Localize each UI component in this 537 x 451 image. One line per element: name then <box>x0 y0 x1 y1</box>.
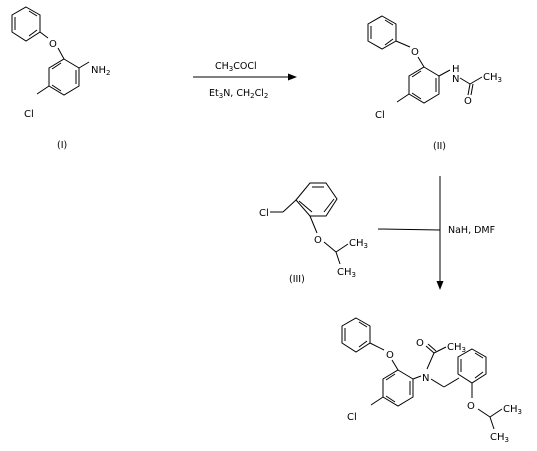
compound-II-o-ether: O <box>411 47 419 58</box>
compound-III-ch3-top: CH3 <box>349 238 368 250</box>
product-aniline-ring <box>382 369 414 407</box>
compound-I-o-ether: O <box>49 39 57 50</box>
compound-II-o-carbonyl: O <box>464 96 472 107</box>
compound-III: Cl O CH3 CH3 (III) <box>259 182 368 285</box>
product-benzyl-ring <box>457 348 487 384</box>
compound-II-cl: Cl <box>375 110 385 121</box>
compound-III-cl: Cl <box>259 208 269 219</box>
product-phenyl-ring <box>341 317 371 353</box>
product-ch3-acetyl: CH3 <box>447 342 466 354</box>
product: O Cl N O CH3 O CH3 CH <box>341 317 522 444</box>
compound-III-label: (III) <box>289 274 305 285</box>
compound-III-benzyl-ring <box>295 182 338 217</box>
product-cl: Cl <box>347 412 357 423</box>
product-n: N <box>422 373 429 384</box>
compound-I-cl: Cl <box>24 109 34 120</box>
compound-III-ch3-bottom: CH3 <box>337 267 356 279</box>
compound-II-phenyl-ring <box>367 15 397 50</box>
step1-reagent-bottom: Et3N, CH2Cl2 <box>209 88 268 100</box>
compound-II-ch3: CH3 <box>483 72 502 84</box>
compound-II-aniline-ring <box>408 66 440 104</box>
compound-II-nh-n: N <box>452 74 459 85</box>
compound-II: O H N O CH3 Cl (II) <box>367 15 502 152</box>
compound-I-label: (I) <box>57 140 67 151</box>
compound-I-phenyl-ring <box>11 6 41 42</box>
compound-II-nh-h: H <box>452 64 460 75</box>
compound-I-aniline-ring <box>48 58 80 96</box>
product-o-ether1: O <box>386 350 394 361</box>
product-o-carbonyl: O <box>416 338 424 349</box>
step1-arrow <box>193 73 297 81</box>
step1-reagent-top: CH3COCl <box>215 61 257 73</box>
compound-I: O NH2 Cl (I) <box>11 6 110 151</box>
product-o-ether2: O <box>467 401 475 412</box>
product-ch3-bottom: CH3 <box>490 432 509 444</box>
compound-II-label: (II) <box>433 141 446 152</box>
compound-I-nh2: NH2 <box>91 65 110 77</box>
step2-reagent: NaH, DMF <box>448 225 495 236</box>
step2-arrow <box>377 176 444 290</box>
product-ch3-top: CH3 <box>503 404 522 416</box>
compound-III-o-ether: O <box>314 235 322 246</box>
